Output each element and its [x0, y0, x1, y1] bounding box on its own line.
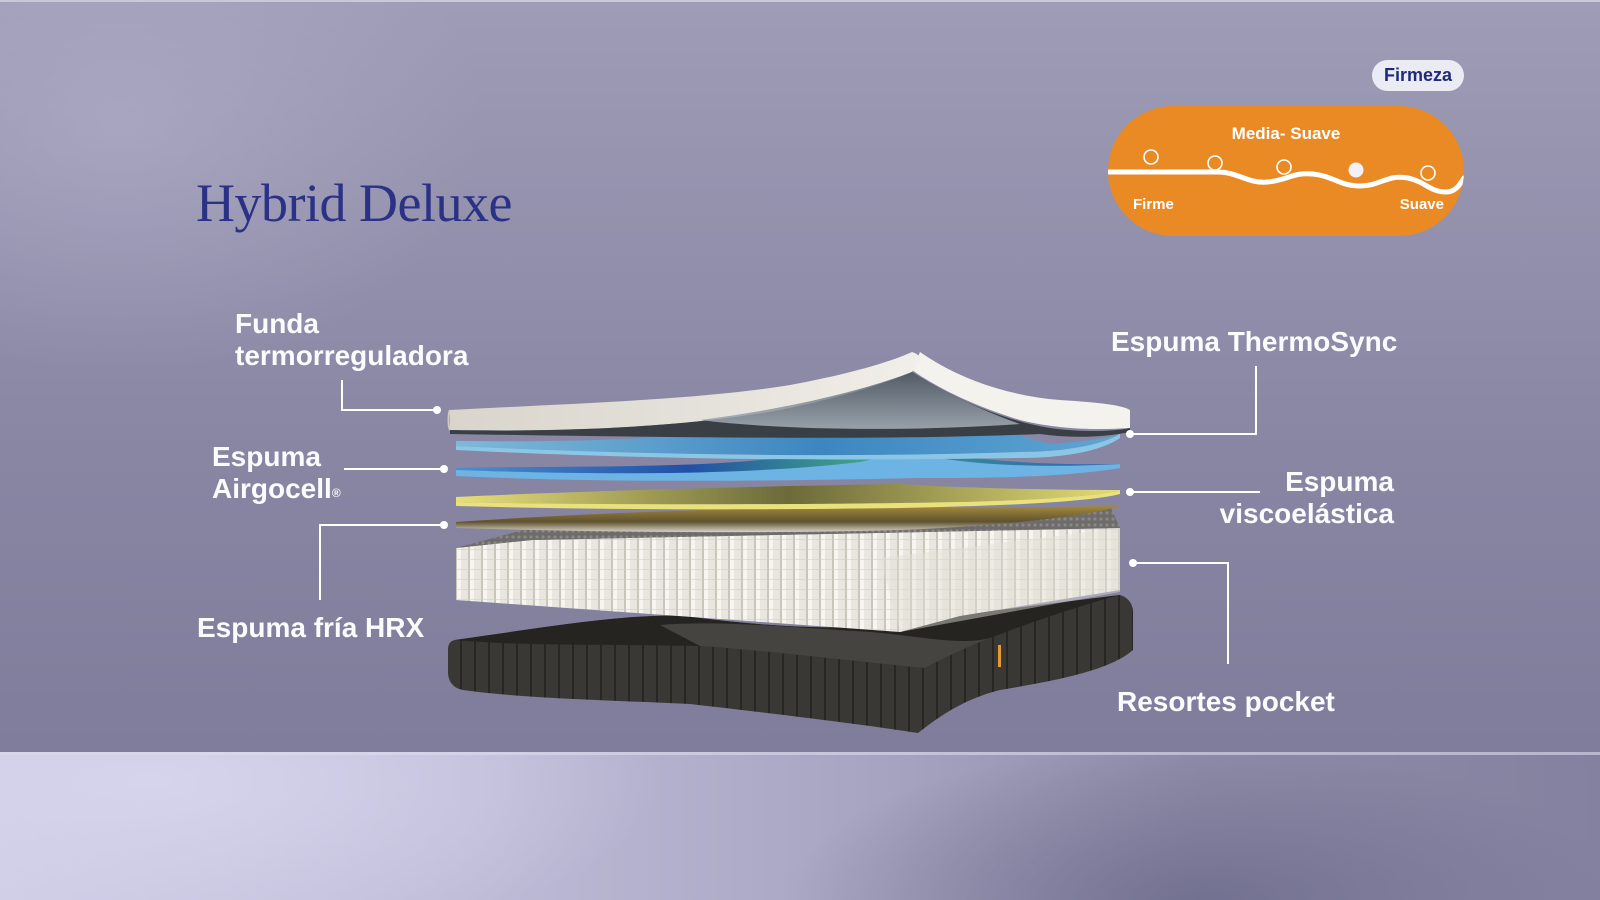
firmness-dot-5	[1420, 165, 1436, 181]
leader-pocket	[1133, 562, 1229, 664]
firmness-wave-icon	[1108, 149, 1464, 195]
firmness-dot-selected	[1348, 162, 1364, 178]
label-airgocell: Espuma Airgocell®	[212, 441, 341, 504]
floor	[0, 752, 1600, 900]
visco-foam-layer	[456, 484, 1120, 510]
hrx-foam-layer	[456, 506, 1120, 533]
firmness-dot-2	[1207, 155, 1223, 171]
firmness-badge: Firmeza	[1372, 60, 1465, 91]
label-visco: Espuma viscoelástica	[1219, 466, 1394, 529]
firmness-indicator: Firmeza Media- Suave Firme Suave	[1108, 60, 1486, 240]
firmness-dot-1	[1143, 149, 1159, 165]
firmness-level: Media- Suave	[1231, 124, 1341, 143]
label-funda: Funda termorreguladora	[235, 308, 469, 371]
leader-thermosync	[1130, 366, 1257, 435]
label-hrx: Espuma fría HRX	[197, 612, 425, 643]
firmness-scale: Media- Suave Firme Suave	[1108, 106, 1464, 236]
firmness-max-label: Suave	[1399, 196, 1444, 213]
airgocell-foam-layer	[456, 448, 1120, 481]
leader-funda	[341, 380, 437, 411]
registered-mark: ®	[331, 486, 341, 500]
firmness-dot-3	[1276, 159, 1292, 175]
leader-hrx	[319, 524, 444, 600]
label-thermosync: Espuma ThermoSync	[1111, 326, 1398, 357]
leader-dots	[433, 406, 1137, 567]
leader-lines	[319, 366, 1260, 664]
pocket-springs-layer	[456, 506, 1120, 632]
cover-layer	[447, 352, 1130, 438]
product-title: Hybrid Deluxe	[196, 173, 512, 233]
firmness-min-label: Firme	[1133, 196, 1174, 213]
brand-tag-icon	[998, 645, 1001, 667]
label-pocket: Resortes pocket	[1117, 686, 1335, 717]
base-layer	[448, 595, 1133, 733]
